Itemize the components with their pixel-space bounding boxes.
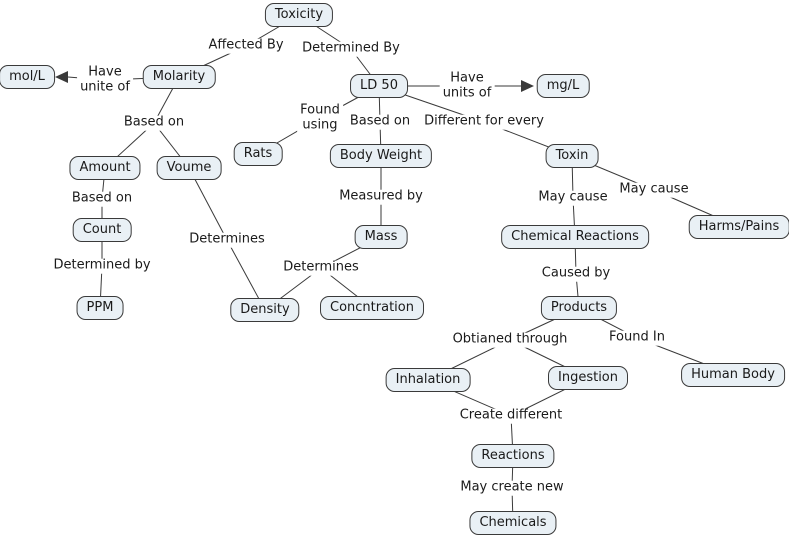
edge-line-voume-determines [188,167,228,241]
node-rats[interactable]: Rats [233,142,283,166]
edge-label-may-cause-reactions[interactable]: May cause [535,190,611,206]
edge-label-obtianed-through[interactable]: Obtianed through [449,332,571,348]
node-mg-l[interactable]: mg/L [536,74,590,98]
edge-label-have-units-of[interactable]: Have units of [439,71,495,101]
node-count[interactable]: Count [72,218,132,242]
edge-label-molarity-based-on[interactable]: Based on [120,115,188,131]
arrowhead-have-unite-of [55,71,68,83]
edge-label-found-using[interactable]: Found using [297,103,343,133]
node-chemicals[interactable]: Chemicals [469,511,557,535]
edge-label-have-unite-of[interactable]: Have unite of [77,65,133,95]
node-toxicity[interactable]: Toxicity [264,3,334,27]
node-concntration[interactable]: Concntration [320,296,424,320]
node-density[interactable]: Density [230,298,300,322]
edge-label-create-different[interactable]: Create different [456,408,566,424]
node-mol-l[interactable]: mol/L [0,65,55,89]
node-ld50[interactable]: LD 50 [350,74,408,98]
node-human-body[interactable]: Human Body [681,363,785,387]
node-body-weight[interactable]: Body Weight [329,144,433,168]
edge-label-affected-by[interactable]: Affected By [205,38,287,54]
edge-label-mass-determines[interactable]: Determines [280,260,362,276]
node-ppm[interactable]: PPM [76,296,124,320]
node-molarity[interactable]: Molarity [142,65,216,89]
edge-label-voume-determines[interactable]: Determines [186,232,268,248]
edge-label-different-for-every[interactable]: Different for every [421,114,547,130]
edge-label-ld50-based-on[interactable]: Based on [346,114,414,130]
edge-label-measured-by[interactable]: Measured by [336,189,426,205]
node-products[interactable]: Products [540,296,618,320]
node-ingestion[interactable]: Ingestion [548,366,628,390]
edge-label-may-cause-harms[interactable]: May cause [616,182,692,198]
edge-label-determined-by[interactable]: Determined By [299,41,403,57]
edge-label-count-determined-by[interactable]: Determined by [50,258,154,274]
node-inhalation[interactable]: Inhalation [385,368,471,392]
edge-label-caused-by[interactable]: Caused by [538,266,614,282]
arrowhead-have-units-of [521,80,534,92]
node-toxin[interactable]: Toxin [545,144,599,168]
edge-label-may-create-new[interactable]: May create new [457,480,567,496]
node-harms-pains[interactable]: Harms/Pains [688,215,789,239]
node-chemical-reactions[interactable]: Chemical Reactions [501,225,649,249]
node-mass[interactable]: Mass [354,225,408,249]
node-voume[interactable]: Voume [156,156,222,180]
node-amount[interactable]: Amount [69,156,141,180]
node-reactions[interactable]: Reactions [471,444,555,468]
edge-label-found-in[interactable]: Found In [606,330,668,346]
edge-label-amount-based-on[interactable]: Based on [68,191,136,207]
